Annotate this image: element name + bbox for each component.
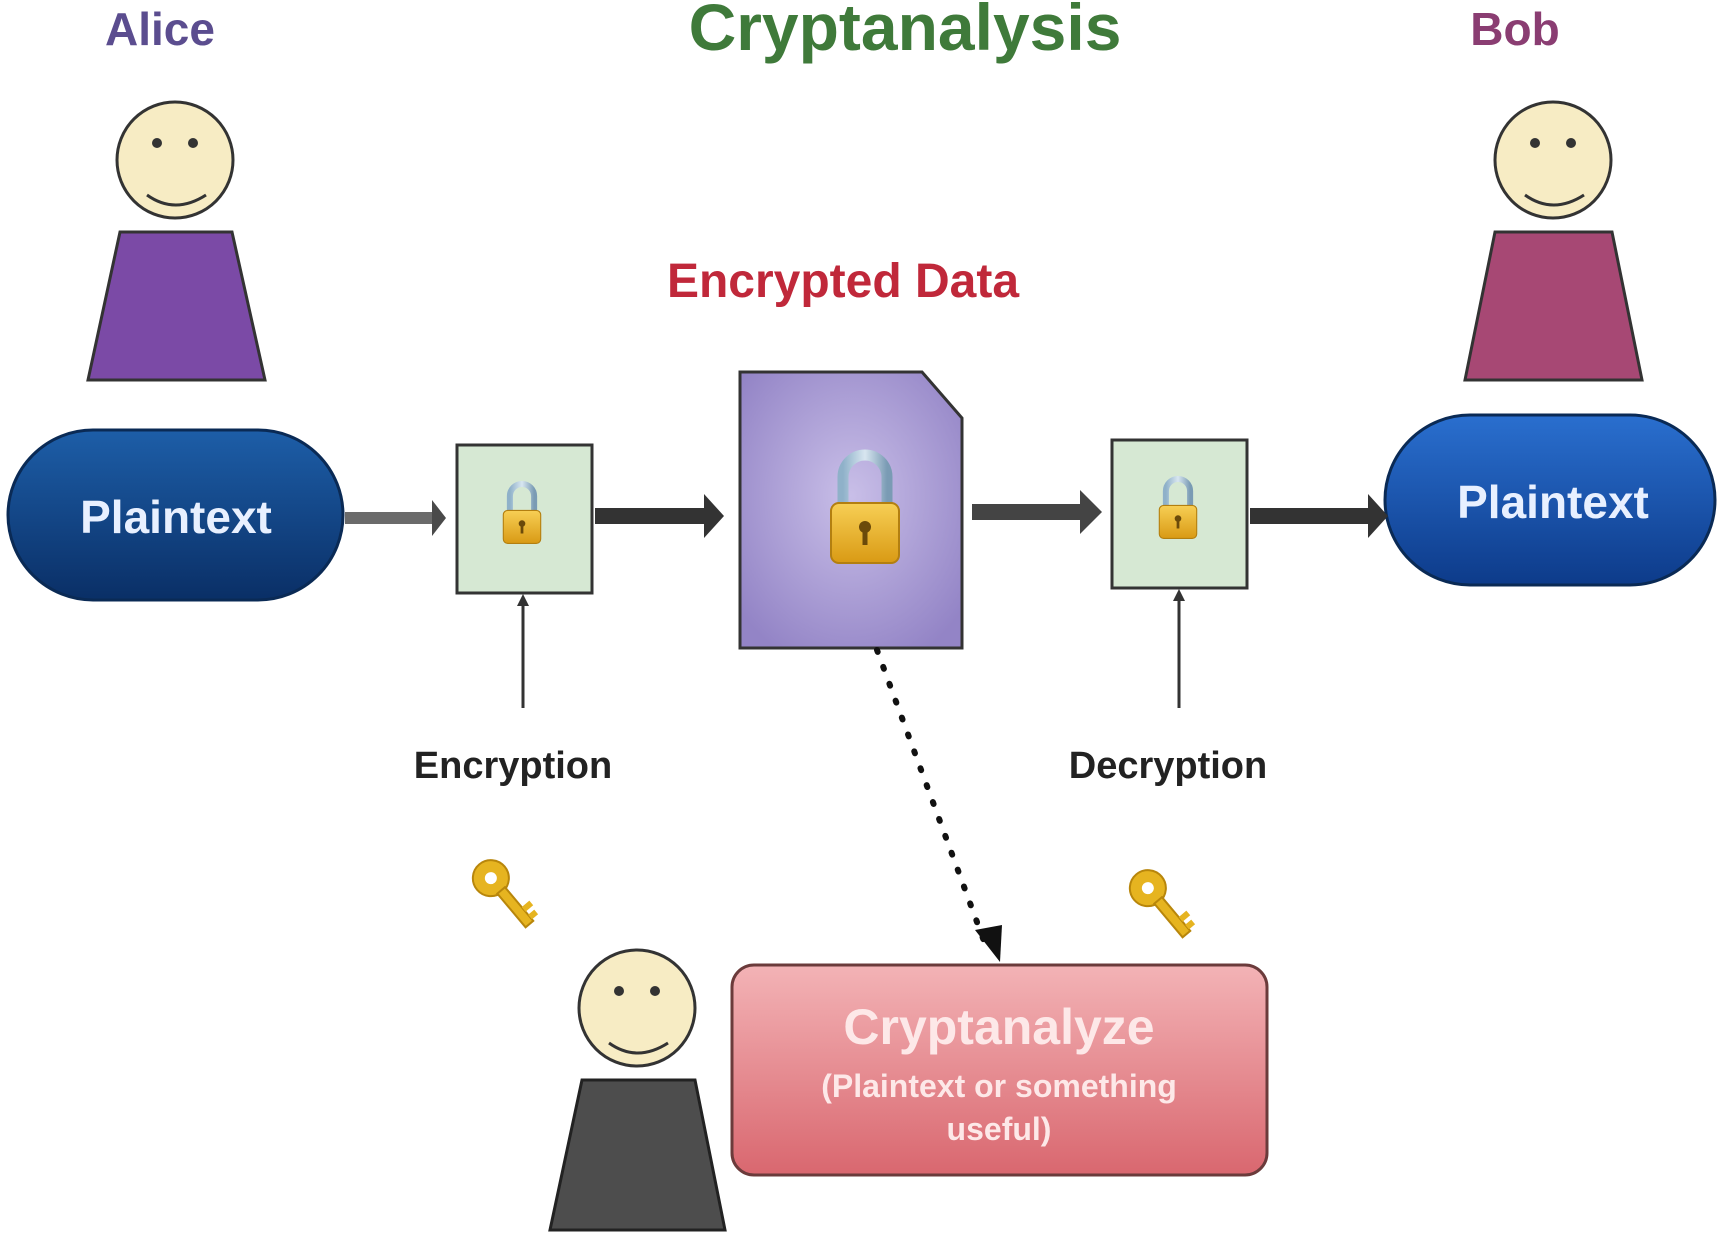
- page-title: Cryptanalysis: [689, 0, 1122, 64]
- attacker-figure: [548, 948, 727, 1232]
- cryptanalyze-subtitle-line2: useful): [947, 1111, 1052, 1147]
- person-smiley-icon: [1493, 100, 1613, 220]
- padlock-icon: [502, 480, 542, 544]
- person-smiley-icon: [115, 100, 235, 220]
- bob-figure: [1463, 100, 1644, 382]
- plaintext-left-node: Plaintext: [6, 428, 345, 602]
- alice-name: Alice: [105, 3, 215, 55]
- cryptanalyze-title: Cryptanalyze: [843, 999, 1154, 1055]
- cryptanalyze-box: Cryptanalyze (Plaintext or something use…: [730, 963, 1269, 1177]
- plaintext-right-node: Plaintext: [1383, 413, 1717, 587]
- attacker-body: [548, 1078, 727, 1232]
- bob-body: [1463, 230, 1644, 382]
- padlock-icon: [830, 449, 900, 564]
- decryption-label: Decryption: [1069, 745, 1267, 787]
- interception-arrow: [874, 647, 1002, 962]
- encryption-box: [455, 443, 594, 595]
- flow-arrow: [972, 490, 1102, 534]
- flow-arrow: [345, 500, 446, 536]
- decryption-key-arrow: [1173, 589, 1185, 708]
- alice-figure: [86, 100, 267, 382]
- flow-arrow: [1250, 494, 1388, 538]
- encrypted-document: [738, 370, 964, 650]
- plaintext-right-label: Plaintext: [1457, 476, 1649, 528]
- decryption-box: [1110, 438, 1249, 590]
- key-icon: [1128, 869, 1196, 939]
- cryptanalyze-subtitle-line1: (Plaintext or something: [821, 1068, 1177, 1104]
- bob-name: Bob: [1470, 3, 1559, 55]
- key-icon: [471, 859, 539, 929]
- alice-body: [86, 230, 267, 382]
- encryption-key-arrow: [517, 594, 529, 708]
- encrypted-data-label: Encrypted Data: [667, 255, 1019, 308]
- flow-arrow: [595, 494, 724, 538]
- padlock-icon: [1158, 475, 1198, 539]
- encryption-label: Encryption: [414, 745, 612, 787]
- plaintext-left-label: Plaintext: [80, 491, 272, 543]
- person-smiley-icon: [577, 948, 697, 1068]
